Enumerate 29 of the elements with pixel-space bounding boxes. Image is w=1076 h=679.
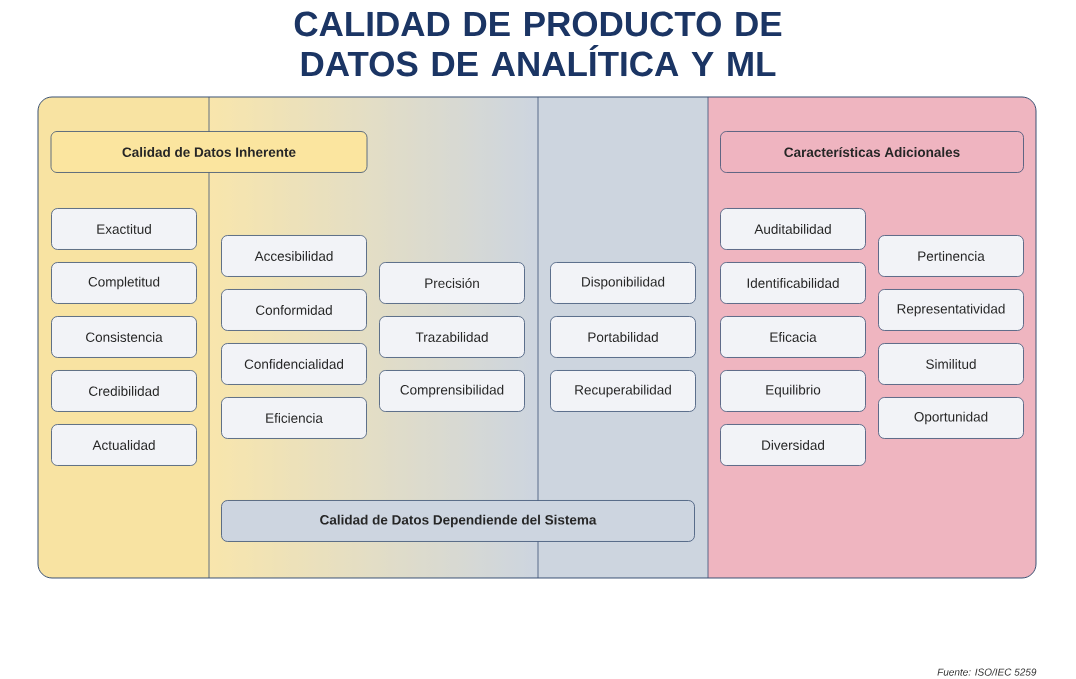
item-box: Identificabilidad — [720, 262, 866, 304]
item-box: Eficacia — [720, 316, 866, 358]
heading-box: Calidad de Datos Inherente — [50, 131, 368, 173]
item-box: Conformidad — [221, 289, 367, 331]
item-box: Precisión — [379, 262, 525, 304]
item-box: Comprensibilidad — [379, 370, 525, 412]
item-box: Equilibrio — [720, 370, 866, 412]
item-box: Confidencialidad — [221, 343, 367, 385]
item-box: Portabilidad — [550, 316, 696, 358]
item-box: Actualidad — [51, 424, 197, 466]
item-box: Trazabilidad — [379, 316, 525, 358]
heading-box: Calidad de Datos Dependiende del Sistema — [221, 500, 695, 542]
item-box: Pertinencia — [878, 235, 1024, 277]
item-box: Consistencia — [51, 316, 197, 358]
item-box: Auditabilidad — [720, 208, 866, 250]
item-box: Diversidad — [720, 424, 866, 466]
item-box: Similitud — [878, 343, 1024, 385]
item-box: Completitud — [51, 262, 197, 304]
item-box: Representatividad — [878, 289, 1024, 331]
heading-box: Características Adicionales — [720, 131, 1024, 173]
item-box: Disponibilidad — [550, 262, 696, 304]
title: CALIDAD DE PRODUCTO DE DATOS DE ANALÍTICA Y ML — [294, 11, 782, 77]
source-note: Fuente: ISO/IEC 5259 — [937, 668, 1037, 676]
item-box: Eficiencia — [221, 397, 367, 439]
item-box: Oportunidad — [878, 397, 1024, 439]
item-box: Exactitud — [51, 208, 197, 250]
item-box: Recuperabilidad — [550, 370, 696, 412]
item-box: Credibilidad — [51, 370, 197, 412]
item-box: Accesibilidad — [221, 235, 367, 277]
